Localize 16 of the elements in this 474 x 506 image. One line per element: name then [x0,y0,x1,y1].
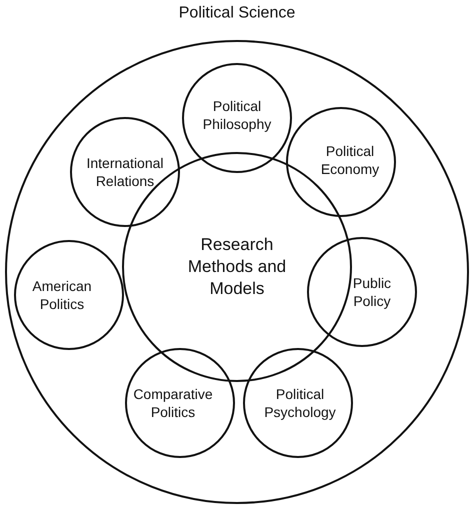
topic-circle [243,348,353,458]
circle-label: International Relations [85,154,165,190]
circle-label: American Politics [31,276,93,314]
topic-circle [286,107,396,217]
circle-label: Political Economy [320,142,380,178]
circle-label: Public Policy [352,274,392,310]
circle-label: Research Methods and Models [186,234,288,300]
topic-circle [307,237,417,347]
topic-circle [70,117,180,227]
topic-circle [125,348,235,458]
circle-label: Political Philosophy [202,96,272,134]
topic-circle [182,63,292,173]
circle-label: Political Psychology [263,384,337,422]
topic-circle [14,240,124,350]
circle-label: Comparative Politics [132,384,214,422]
circle-heading: Political Science [178,4,296,24]
